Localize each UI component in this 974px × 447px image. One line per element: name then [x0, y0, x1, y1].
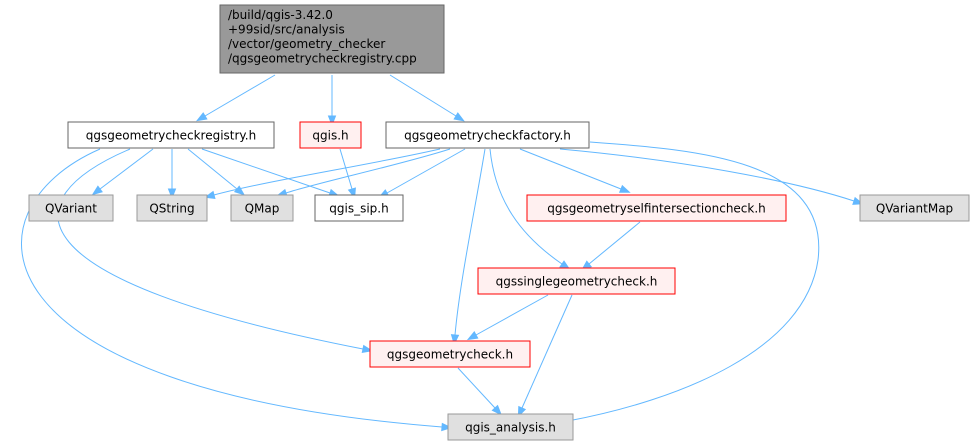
node-label: qgsgeometrycheckregistry.h: [86, 129, 256, 143]
node-label: qgis.h: [312, 129, 348, 143]
edge-arrowhead: [327, 115, 337, 127]
edge-arrowhead: [450, 334, 460, 346]
node-label: qgssinglegeometrycheck.h: [496, 275, 658, 289]
edge-registry_h-to-analysis_h: [20, 148, 453, 432]
node-box: [28, 194, 114, 222]
node-qvariant: QVariant: [28, 194, 114, 222]
edge-root-to-qgis_h: [327, 75, 337, 127]
node-label: /vector/geometry_checker: [228, 37, 385, 51]
edge-selfint_h-to-single_h: [581, 221, 641, 271]
node-label: /build/qgis-3.42.0: [228, 8, 333, 22]
edge-arrowhead: [466, 331, 479, 341]
edge-arrowhead: [618, 184, 631, 193]
node-label: qgis_sip.h: [329, 202, 388, 216]
node-root[interactable]: /build/qgis-3.42.0+99sid/src/analysis/ve…: [219, 4, 445, 74]
edge-arrowhead: [453, 112, 465, 122]
node-box: [385, 121, 590, 149]
node-box: [67, 121, 275, 149]
edge-registry_h-to-qvariant: [91, 148, 154, 196]
edge-line: [519, 148, 622, 190]
node-label: qgis_analysis.h: [465, 421, 556, 435]
node-qgis-h[interactable]: qgis.h: [299, 121, 362, 149]
node-box: [859, 194, 970, 222]
edge-line: [457, 367, 496, 409]
node-box: [526, 194, 787, 222]
node-qmap: QMap: [230, 194, 294, 222]
edge-factory_h-to-qstring: [203, 148, 441, 199]
edge-registry_h-to-check_h: [57, 148, 374, 354]
edge-root-to-factory_h: [389, 74, 465, 122]
edge-arrowhead: [441, 422, 453, 432]
edge-root-to-registry_h: [196, 74, 276, 122]
node-registry-h[interactable]: qgsgeometrycheckregistry.h: [67, 121, 275, 149]
edge-arrowhead: [203, 190, 216, 199]
edge-arrowhead: [91, 185, 103, 196]
edge-arrowhead: [361, 344, 374, 354]
edge-line: [57, 148, 364, 350]
node-check-h[interactable]: qgsgeometrycheck.h: [369, 340, 531, 368]
edge-line: [489, 148, 563, 265]
node-qstring: QString: [136, 194, 208, 222]
edge-line: [521, 294, 573, 409]
edge-registry_h-to-qstring: [167, 149, 177, 200]
edge-qgis_h-to-qgis_sip: [339, 148, 356, 199]
node-selfint-h[interactable]: qgsgeometryselfintersectioncheck.h: [526, 194, 787, 222]
edge-single_h-to-check_h: [466, 294, 549, 341]
node-box: [299, 121, 362, 149]
node-factory-h[interactable]: qgsgeometrycheckfactory.h: [385, 121, 590, 149]
edge-line: [454, 148, 486, 336]
edge-arrowhead: [167, 188, 177, 200]
edge-line: [213, 148, 441, 196]
node-label: /qgsgeometrycheckregistry.cpp: [228, 52, 417, 66]
edge-arrowhead: [491, 404, 503, 416]
edge-factory_h-to-qgis_sip: [377, 148, 466, 199]
edge-line: [389, 74, 457, 117]
node-label: QVariantMap: [876, 202, 953, 216]
node-box: [314, 194, 404, 222]
edge-line: [285, 148, 451, 194]
node-label: qgsgeometrycheck.h: [387, 348, 513, 362]
edge-factory_h-to-selfint_h: [519, 148, 631, 193]
edge-line: [567, 141, 820, 422]
node-label: QVariant: [45, 202, 97, 216]
node-label: qgsgeometryselfintersectioncheck.h: [547, 202, 766, 216]
edge-line: [201, 148, 331, 194]
node-box: [136, 194, 208, 222]
edge-check_h-to-analysis_h: [457, 367, 503, 416]
node-box: [447, 413, 574, 441]
edge-line: [475, 294, 549, 336]
node-analysis-h: qgis_analysis.h: [447, 413, 574, 441]
edge-arrowhead: [233, 185, 246, 196]
edges-layer: [20, 74, 864, 432]
edge-factory_h-to-qmap: [276, 148, 451, 197]
edge-line: [559, 148, 855, 202]
edge-line: [99, 148, 154, 190]
edge-arrowhead: [196, 112, 208, 122]
edge-line: [187, 148, 238, 190]
edge-line: [20, 148, 443, 428]
edge-registry_h-to-qmap: [187, 148, 246, 196]
node-label: qgsgeometrycheckfactory.h: [404, 129, 571, 143]
edge-line: [339, 148, 353, 190]
node-single-h[interactable]: qgssinglegeometrycheck.h: [477, 267, 676, 295]
node-box: [219, 4, 445, 74]
edge-line: [386, 148, 466, 194]
node-label: +99sid/src/analysis: [228, 23, 345, 37]
edge-line: [204, 74, 276, 117]
node-label: QMap: [245, 202, 280, 216]
node-label: QString: [149, 202, 194, 216]
nodes-layer: /build/qgis-3.42.0+99sid/src/analysis/ve…: [28, 4, 970, 441]
node-qvariantmap: QVariantMap: [859, 194, 970, 222]
node-box: [230, 194, 294, 222]
node-box: [369, 340, 531, 368]
edge-line: [588, 221, 641, 265]
node-qgis-sip[interactable]: qgis_sip.h: [314, 194, 404, 222]
node-box: [477, 267, 676, 295]
edge-factory_h-to-check_h: [450, 148, 486, 346]
